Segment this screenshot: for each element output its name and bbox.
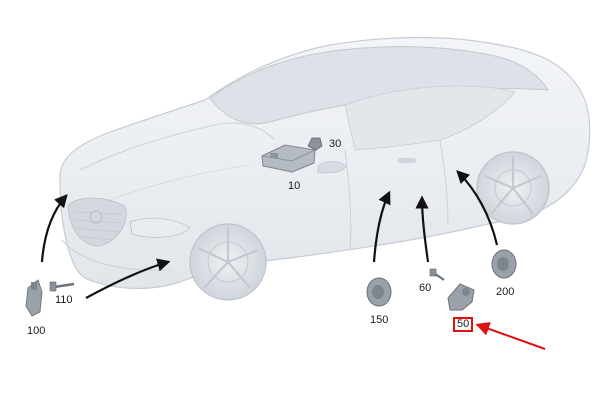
callout-150[interactable]: 150 (370, 314, 389, 326)
callout-10[interactable]: 10 (288, 180, 301, 192)
part-bolt-60 (429, 268, 445, 281)
part-sensor-100 (25, 279, 43, 317)
callout-200[interactable]: 200 (496, 286, 515, 298)
callout-110[interactable]: 110 (55, 294, 73, 306)
callout-60[interactable]: 60 (419, 282, 432, 294)
part-bracket-50 (447, 283, 475, 311)
arrow-front-bumper (85, 258, 171, 299)
part-bolt-110 (49, 281, 75, 292)
part-control-unit (261, 144, 316, 173)
part-speaker-150 (366, 277, 392, 307)
arrow-front-left (40, 194, 68, 263)
arrow-door-rear (415, 195, 430, 263)
car-body (59, 36, 591, 289)
arrow-door-front (372, 190, 391, 263)
highlight-pointer-arrow (475, 322, 546, 350)
part-nut (307, 137, 323, 151)
front-wheel (189, 223, 267, 301)
arrow-rear-quarter (456, 170, 499, 246)
callout-100[interactable]: 100 (27, 325, 46, 337)
location-arrows (40, 170, 499, 299)
callout-30[interactable]: 30 (329, 138, 342, 150)
callout-50-highlighted[interactable]: 50 (453, 317, 474, 332)
rear-wheel (476, 151, 550, 225)
part-speaker-200 (491, 249, 517, 279)
